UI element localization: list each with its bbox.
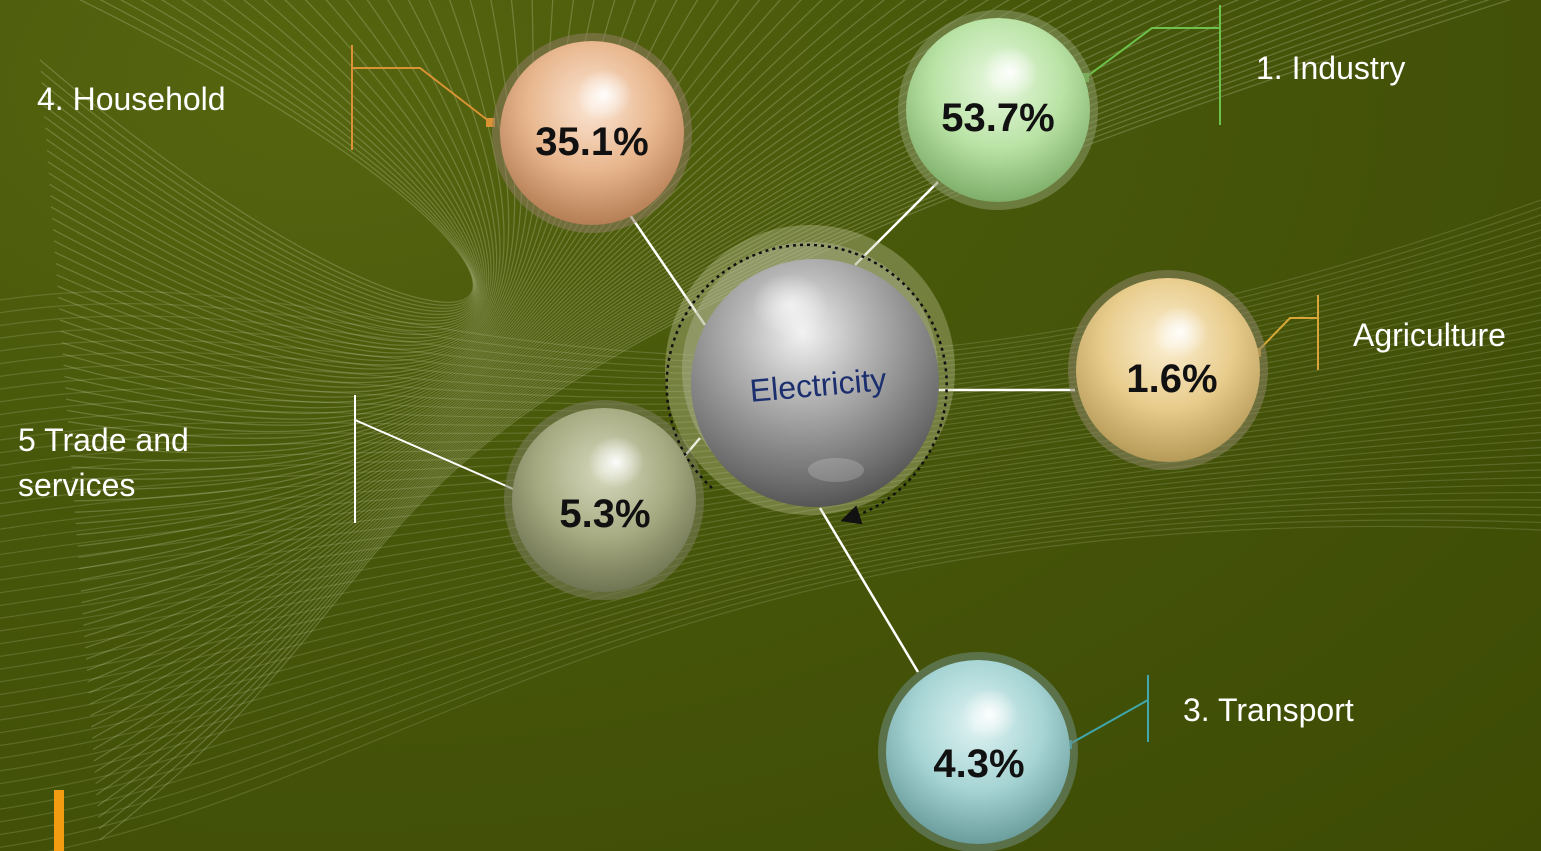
background-line (45, 0, 480, 325)
label-transport: 3. Transport (1183, 692, 1354, 728)
background-line (53, 0, 498, 358)
center-node: Electricity (665, 225, 955, 525)
background-line (72, 0, 865, 491)
bubble-industry: 53.7% (898, 10, 1098, 210)
background-line (85, 0, 1177, 660)
background-line (0, 491, 1541, 797)
background-line (46, 0, 481, 329)
background-line (43, 0, 478, 319)
bubble-household: 35.1% (492, 33, 692, 233)
background-line (0, 476, 1541, 772)
background-line (56, 0, 510, 370)
value-trade: 5.3% (559, 492, 650, 536)
background-line (80, 0, 1052, 592)
bubble-agriculture: 1.6% (1068, 270, 1268, 470)
dotted-arrow (665, 243, 948, 525)
label-household: 4. Household (37, 81, 226, 117)
background-line (72, 0, 844, 480)
background-line (39, 0, 474, 303)
background-line (0, 469, 1541, 759)
background-line (46, 525, 1541, 851)
background-line (88, 0, 1240, 694)
background-line (74, 0, 906, 513)
connector-lines (628, 181, 1075, 673)
background-line (0, 484, 1541, 785)
label-trade-line2: services (18, 467, 135, 503)
background-line (50, 0, 488, 343)
background-line (54, 0, 501, 362)
background-line (44, 0, 479, 322)
background-line (47, 0, 483, 332)
connector-industry (854, 181, 939, 266)
background-line (51, 0, 492, 350)
value-household: 35.1% (535, 120, 648, 164)
background-line (50, 0, 490, 346)
background-line (48, 0, 484, 336)
background-line (43, 0, 477, 316)
background-line (82, 0, 1094, 615)
background-line (49, 0, 486, 339)
background-line (81, 0, 1073, 604)
background-line (84, 0, 1135, 638)
background-line (87, 0, 1219, 683)
value-agriculture: 1.6% (1126, 357, 1217, 401)
background-line (0, 506, 1541, 823)
background-line (41, 0, 476, 309)
background-line (77, 0, 969, 547)
background-line (86, 0, 1198, 672)
background-line (52, 0, 495, 354)
callout-household (351, 45, 495, 150)
label-agriculture: Agriculture (1353, 317, 1506, 353)
background-line (76, 0, 948, 536)
background-line (0, 513, 1541, 836)
label-trade-line1: 5 Trade and (18, 422, 189, 458)
accent-bar (54, 790, 64, 851)
background-line (40, 0, 475, 306)
background-line (75, 0, 927, 525)
background-line (73, 0, 886, 502)
background-line (83, 0, 1115, 626)
label-industry: 1. Industry (1256, 50, 1405, 86)
background-line (78, 0, 1010, 570)
background-line (79, 0, 1031, 581)
connector-household (628, 214, 707, 326)
bubble-transport: 4.3% (878, 652, 1078, 851)
value-transport: 4.3% (933, 742, 1024, 786)
background-line (0, 499, 1541, 810)
connector-transport (818, 507, 920, 673)
value-industry: 53.7% (941, 96, 1054, 140)
background-line (84, 0, 1156, 649)
background-line (42, 0, 476, 313)
background-line (0, 519, 1541, 848)
background-line (78, 0, 990, 559)
bubble-trade: 5.3% (504, 400, 704, 600)
